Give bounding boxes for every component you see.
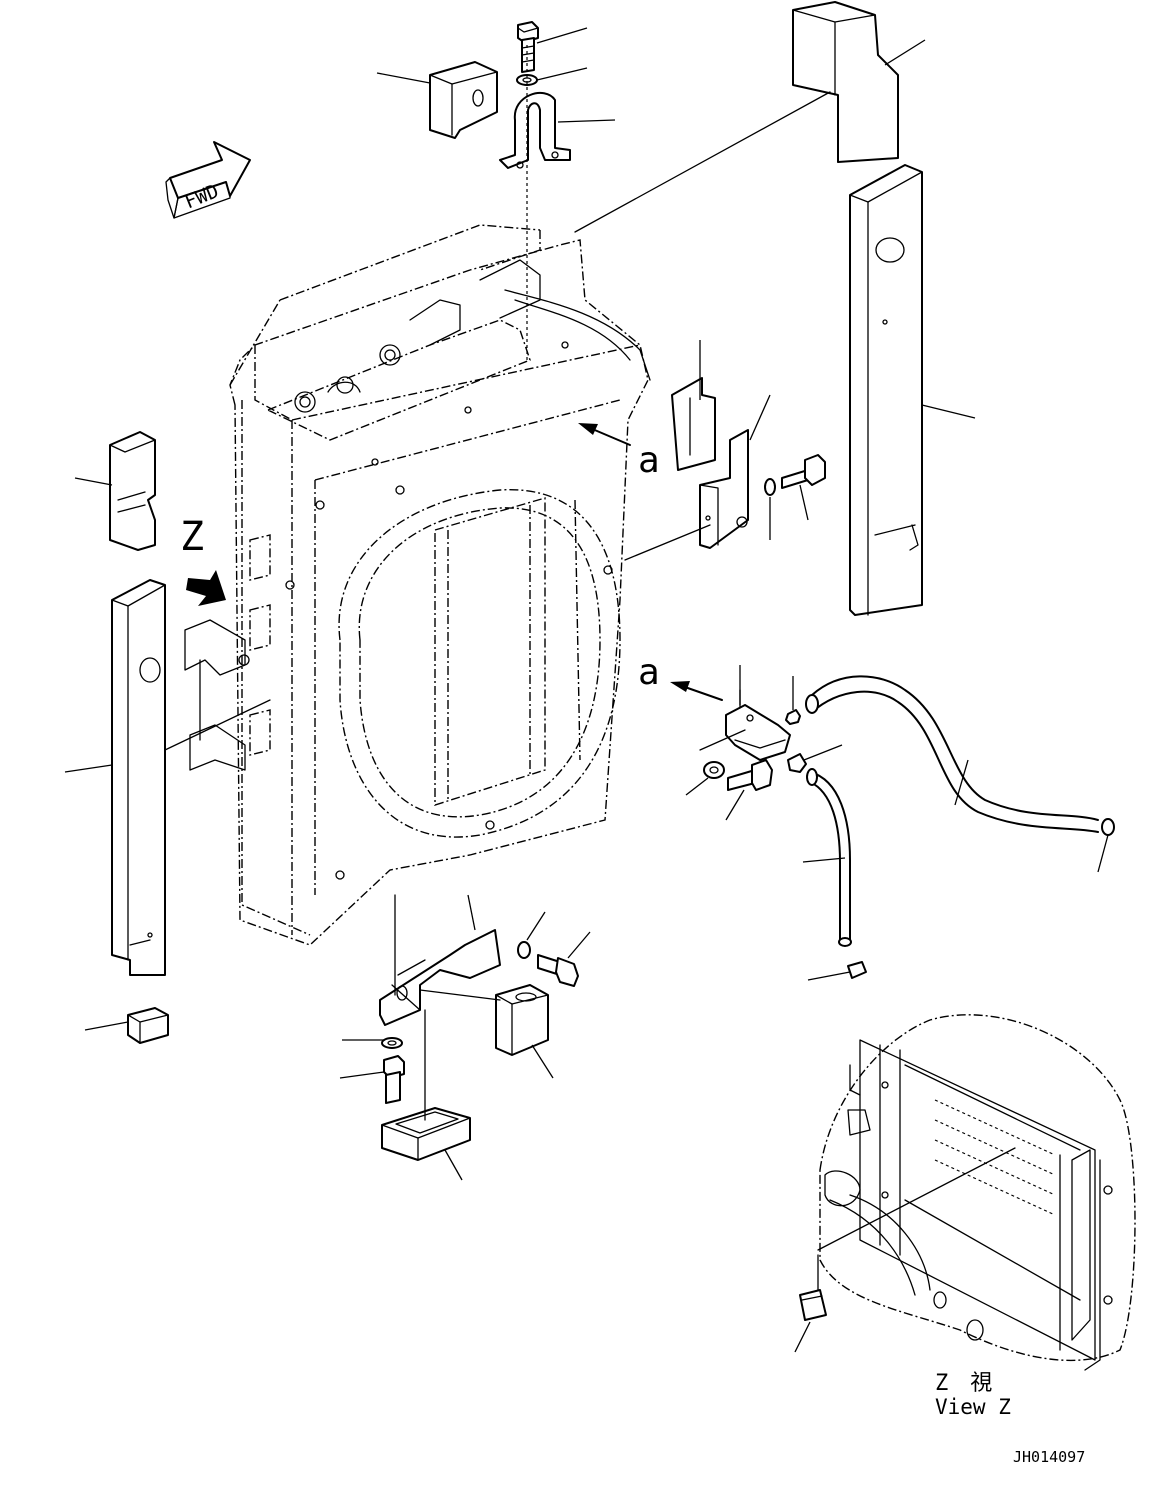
side-bolt xyxy=(781,454,826,489)
bottom-bolt-left xyxy=(383,1055,405,1104)
drawing-number: JH014097 xyxy=(1013,1448,1085,1466)
sensor-bracket xyxy=(725,689,791,761)
u-bracket xyxy=(499,91,571,169)
bottom-bolt-right xyxy=(537,954,579,987)
bracket-bolt xyxy=(727,759,773,791)
top-bolt xyxy=(517,21,539,73)
small-block xyxy=(127,1007,169,1044)
reference-lines xyxy=(164,91,1016,1291)
clamp-nut-lower xyxy=(787,753,807,773)
view-letter: Z xyxy=(180,514,204,560)
radiator-shroud xyxy=(184,224,651,946)
bottom-washer-left xyxy=(381,1037,403,1049)
view-z-inset xyxy=(819,1014,1136,1371)
arrow-a-lower: a xyxy=(638,652,723,701)
arrow-label-a-upper: a xyxy=(638,440,660,481)
side-plate xyxy=(671,377,716,471)
right-top-seal xyxy=(792,1,899,163)
hose-clip xyxy=(847,961,867,979)
top-cover-block xyxy=(429,61,498,139)
left-top-seal xyxy=(109,431,156,551)
short-hose xyxy=(806,768,852,947)
view-z-arrow: Z xyxy=(180,514,226,606)
right-seal-strip xyxy=(849,164,923,616)
bottom-bracket xyxy=(379,929,501,1026)
side-washer xyxy=(764,478,776,496)
long-hose xyxy=(805,675,1115,836)
side-bracket xyxy=(699,429,749,549)
leader-lines xyxy=(64,27,1109,1353)
view-caption-en: View Z xyxy=(935,1395,1011,1419)
bottom-washer-right xyxy=(517,941,531,959)
fwd-arrow-icon: FWD xyxy=(165,141,251,219)
arrow-a-upper: a xyxy=(578,423,660,481)
bottom-block xyxy=(495,984,549,1056)
bracket-washer xyxy=(703,761,725,779)
arrow-label-a-lower: a xyxy=(638,652,660,693)
clamp-nut-upper xyxy=(785,709,801,725)
view-caption-jp: Z 視 xyxy=(935,1371,992,1396)
inset-label-plate xyxy=(799,1289,827,1321)
left-seal-strip xyxy=(111,579,166,976)
bottom-tray xyxy=(381,1107,471,1161)
